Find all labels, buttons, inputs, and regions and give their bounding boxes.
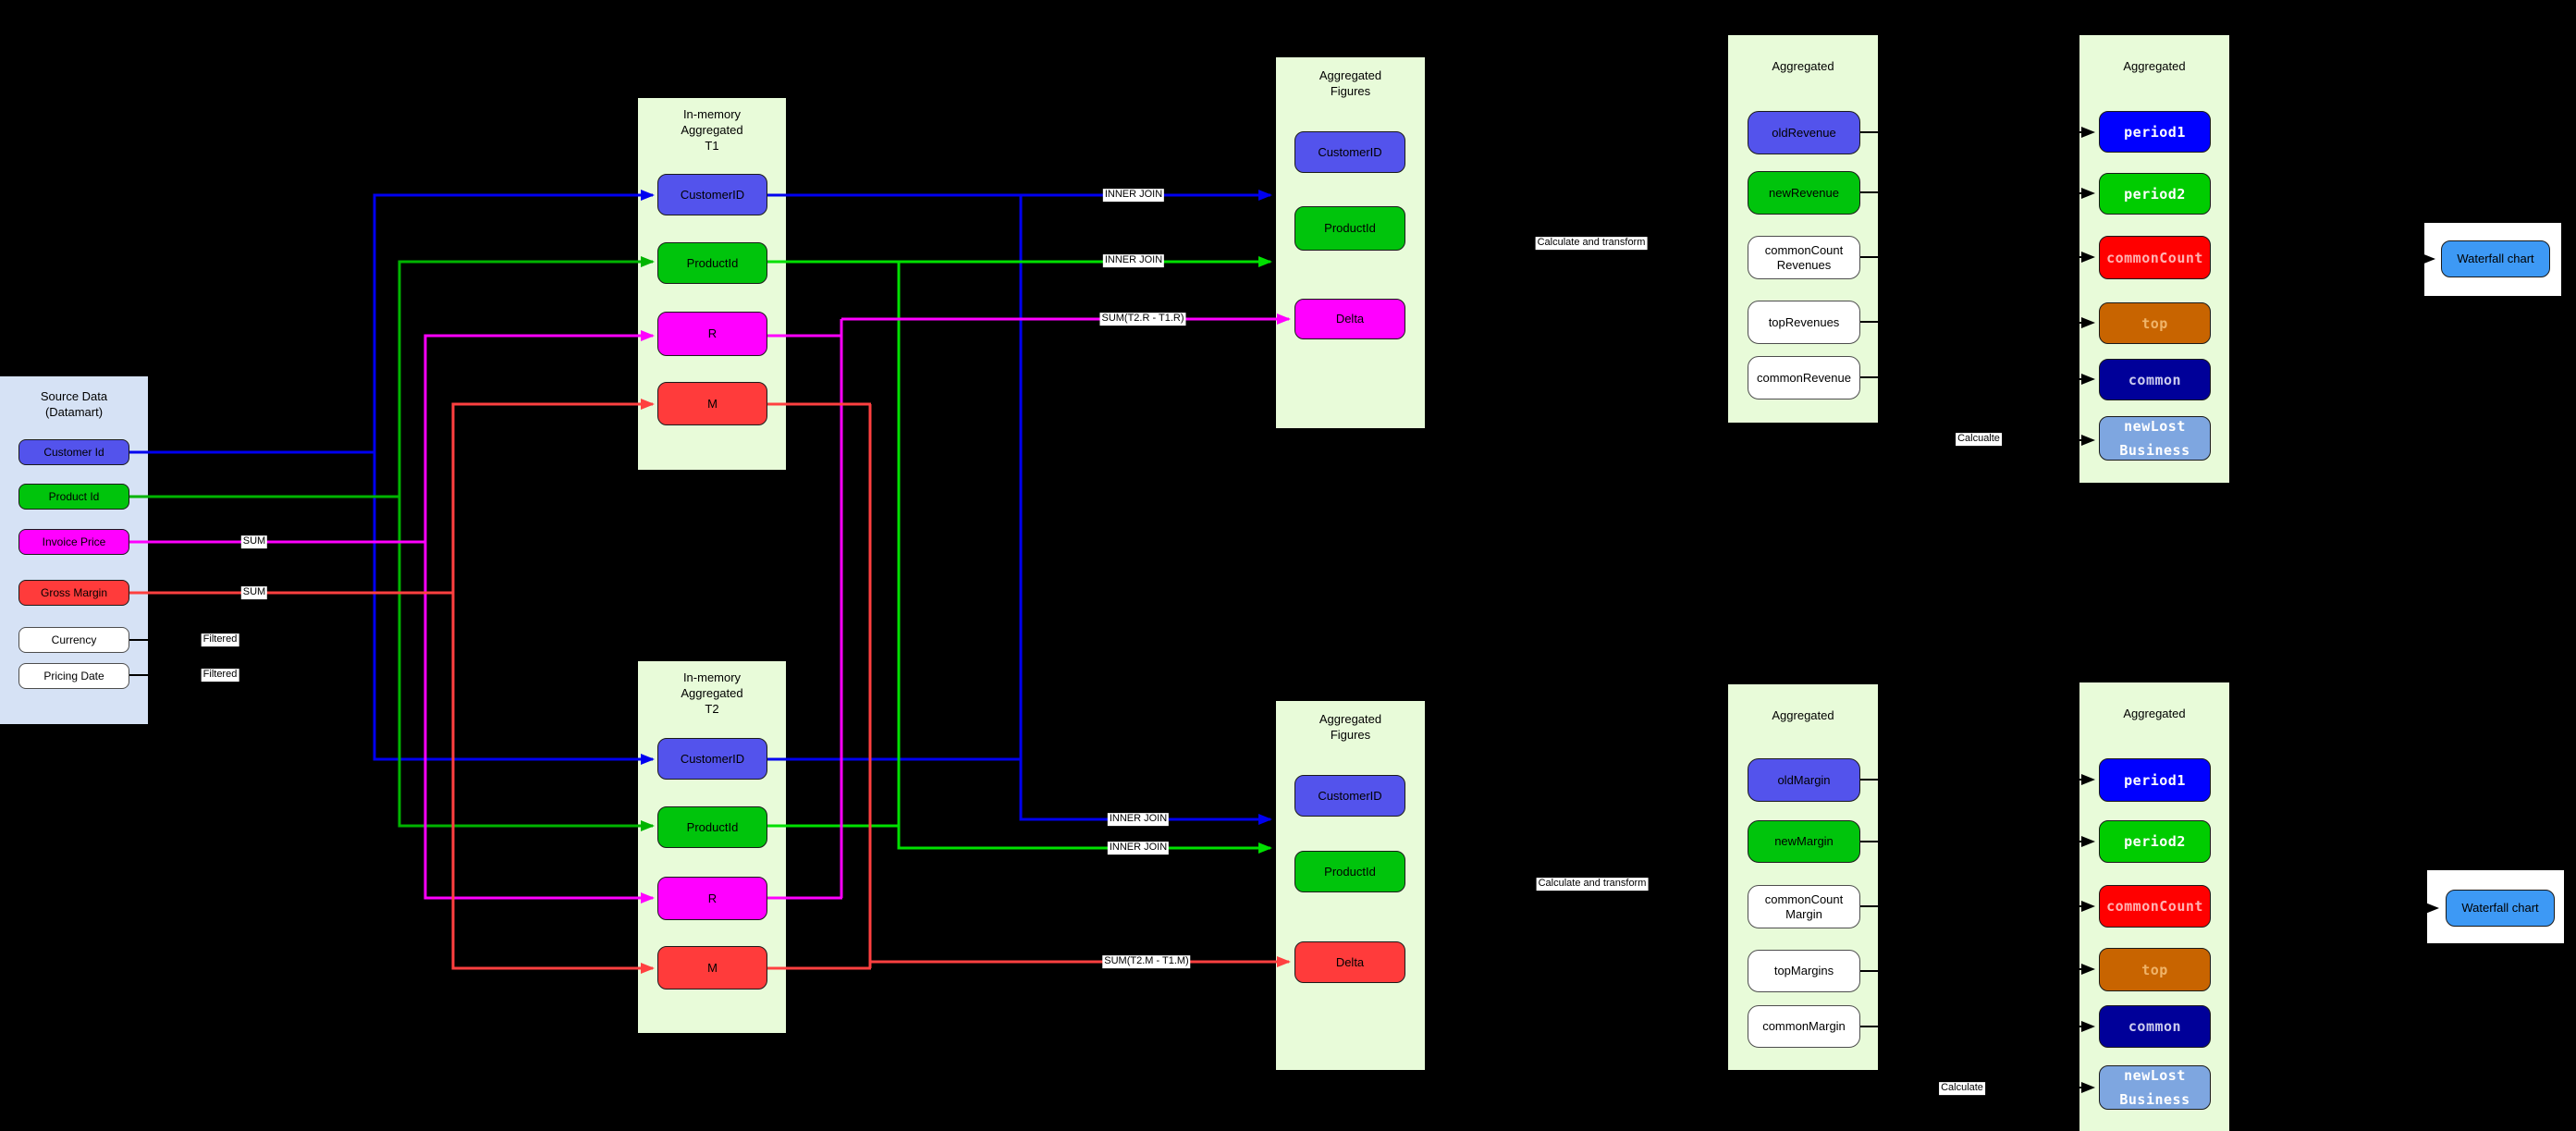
edge-label-sum-invoice: SUM bbox=[240, 535, 268, 548]
node-aggfig-bottom-productid[interactable]: ProductId bbox=[1294, 851, 1405, 892]
edge-invoice-to-t1 bbox=[423, 330, 655, 542]
node-commoncount-revenues[interactable]: commonCount Revenues bbox=[1748, 236, 1860, 279]
node-aggfig-top-productid[interactable]: ProductId bbox=[1294, 206, 1405, 251]
node-t2-r[interactable]: R bbox=[657, 877, 767, 920]
edge-customer-to-t1 bbox=[373, 190, 655, 452]
edge-label-calculate-and-transform-bottom: Calculate and transform bbox=[1536, 878, 1649, 891]
node-topmargins[interactable]: topMargins bbox=[1748, 950, 1860, 992]
node-oldrevenue[interactable]: oldRevenue bbox=[1748, 111, 1860, 154]
edge-product-to-t1 bbox=[398, 256, 655, 497]
node-newlost-business-bottom[interactable]: newLost Business bbox=[2099, 1065, 2211, 1110]
edge-label-calcualte-top: Calcualte bbox=[1956, 433, 2002, 446]
edge-label-inner-join-top-blue: INNER JOIN bbox=[1102, 189, 1165, 202]
edge-margin-to-t2 bbox=[451, 593, 655, 974]
edge-margin-to-t1 bbox=[451, 399, 655, 593]
edge-label-inner-join-top-green: INNER JOIN bbox=[1102, 254, 1165, 267]
node-period2-bottom[interactable]: period2 bbox=[2099, 820, 2211, 863]
node-pricing-date[interactable]: Pricing Date bbox=[18, 663, 129, 689]
node-t2-productid[interactable]: ProductId bbox=[657, 806, 767, 848]
node-t1-m[interactable]: M bbox=[657, 382, 767, 425]
node-customer-id[interactable]: Customer Id bbox=[18, 439, 129, 465]
edge-label-filtered-pricing-date: Filtered bbox=[201, 669, 239, 682]
container-title-t1: In-memory Aggregated T1 bbox=[681, 107, 743, 153]
node-commoncount-top[interactable]: commonCount bbox=[2099, 236, 2211, 279]
node-aggfig-bottom-customerid[interactable]: CustomerID bbox=[1294, 775, 1405, 817]
container-title-aggregated-periods-top: Aggregated bbox=[2123, 59, 2186, 73]
container-title-source-data: Source Data (Datamart) bbox=[40, 389, 108, 419]
node-newlost-business-top[interactable]: newLost Business bbox=[2099, 416, 2211, 461]
node-t1-customerid[interactable]: CustomerID bbox=[657, 174, 767, 215]
container-title-t2: In-memory Aggregated T2 bbox=[681, 670, 743, 716]
edge-label-inner-join-bottom-green: INNER JOIN bbox=[1107, 842, 1170, 854]
node-period1-bottom[interactable]: period1 bbox=[2099, 758, 2211, 802]
node-t1-productid[interactable]: ProductId bbox=[657, 242, 767, 284]
node-commoncount-bottom[interactable]: commonCount bbox=[2099, 885, 2211, 928]
edge-label-sum-t2m-t1m: SUM(T2.M - T1.M) bbox=[1102, 955, 1191, 968]
edge-product-to-t2 bbox=[398, 497, 655, 831]
node-gross-margin[interactable]: Gross Margin bbox=[18, 580, 129, 606]
node-top-bottom[interactable]: top bbox=[2099, 948, 2211, 991]
node-commoncount-margin[interactable]: commonCount Margin bbox=[1748, 885, 1860, 928]
node-common-bottom[interactable]: common bbox=[2099, 1005, 2211, 1048]
node-invoice-price[interactable]: Invoice Price bbox=[18, 529, 129, 555]
edge-label-calculate-bottom: Calculate bbox=[1939, 1082, 1985, 1095]
edge-customer-to-t2 bbox=[373, 452, 655, 765]
node-newrevenue[interactable]: newRevenue bbox=[1748, 171, 1860, 215]
node-t2-m[interactable]: M bbox=[657, 946, 767, 990]
node-product-id[interactable]: Product Id bbox=[18, 484, 129, 510]
node-commonmargin[interactable]: commonMargin bbox=[1748, 1005, 1860, 1048]
edge-product-innerjoin-bottom bbox=[897, 262, 1272, 854]
edge-label-calculate-and-transform-top: Calculate and transform bbox=[1535, 237, 1648, 250]
node-waterfall-chart-bottom[interactable]: Waterfall chart bbox=[2446, 890, 2555, 927]
node-oldmargin[interactable]: oldMargin bbox=[1748, 758, 1860, 802]
edge-label-inner-join-bottom-blue: INNER JOIN bbox=[1107, 813, 1170, 826]
container-title-aggregated-margin: Aggregated bbox=[1772, 708, 1834, 722]
container-title-aggregated-figures-top: Aggregated Figures bbox=[1319, 68, 1382, 98]
container-title-aggregated-figures-bottom: Aggregated Figures bbox=[1319, 712, 1382, 742]
node-newmargin[interactable]: newMargin bbox=[1748, 820, 1860, 863]
container-title-aggregated-periods-bottom: Aggregated bbox=[2123, 707, 2186, 720]
edge-customer-innerjoin-bottom bbox=[1019, 195, 1272, 825]
node-waterfall-chart-top[interactable]: Waterfall chart bbox=[2441, 240, 2550, 277]
node-common-top[interactable]: common bbox=[2099, 359, 2211, 400]
node-period2-top[interactable]: period2 bbox=[2099, 173, 2211, 215]
node-currency[interactable]: Currency bbox=[18, 627, 129, 653]
node-aggfig-top-customerid[interactable]: CustomerID bbox=[1294, 131, 1405, 173]
edge-label-filtered-currency: Filtered bbox=[201, 633, 239, 646]
node-aggfig-top-delta[interactable]: Delta bbox=[1294, 299, 1405, 339]
container-title-aggregated-revenue: Aggregated bbox=[1772, 59, 1834, 73]
node-period1-top[interactable]: period1 bbox=[2099, 111, 2211, 153]
node-commonrevenue[interactable]: commonRevenue bbox=[1748, 356, 1860, 400]
edge-label-sum-margin: SUM bbox=[240, 586, 268, 599]
node-t2-customerid[interactable]: CustomerID bbox=[657, 738, 767, 780]
edge-invoice-to-t2 bbox=[423, 542, 655, 904]
node-top-top[interactable]: top bbox=[2099, 302, 2211, 344]
node-toprevenues[interactable]: topRevenues bbox=[1748, 301, 1860, 344]
node-t1-r[interactable]: R bbox=[657, 312, 767, 356]
node-aggfig-bottom-delta[interactable]: Delta bbox=[1294, 941, 1405, 983]
edge-label-sum-t2r-t1r: SUM(T2.R - T1.R) bbox=[1099, 313, 1186, 326]
